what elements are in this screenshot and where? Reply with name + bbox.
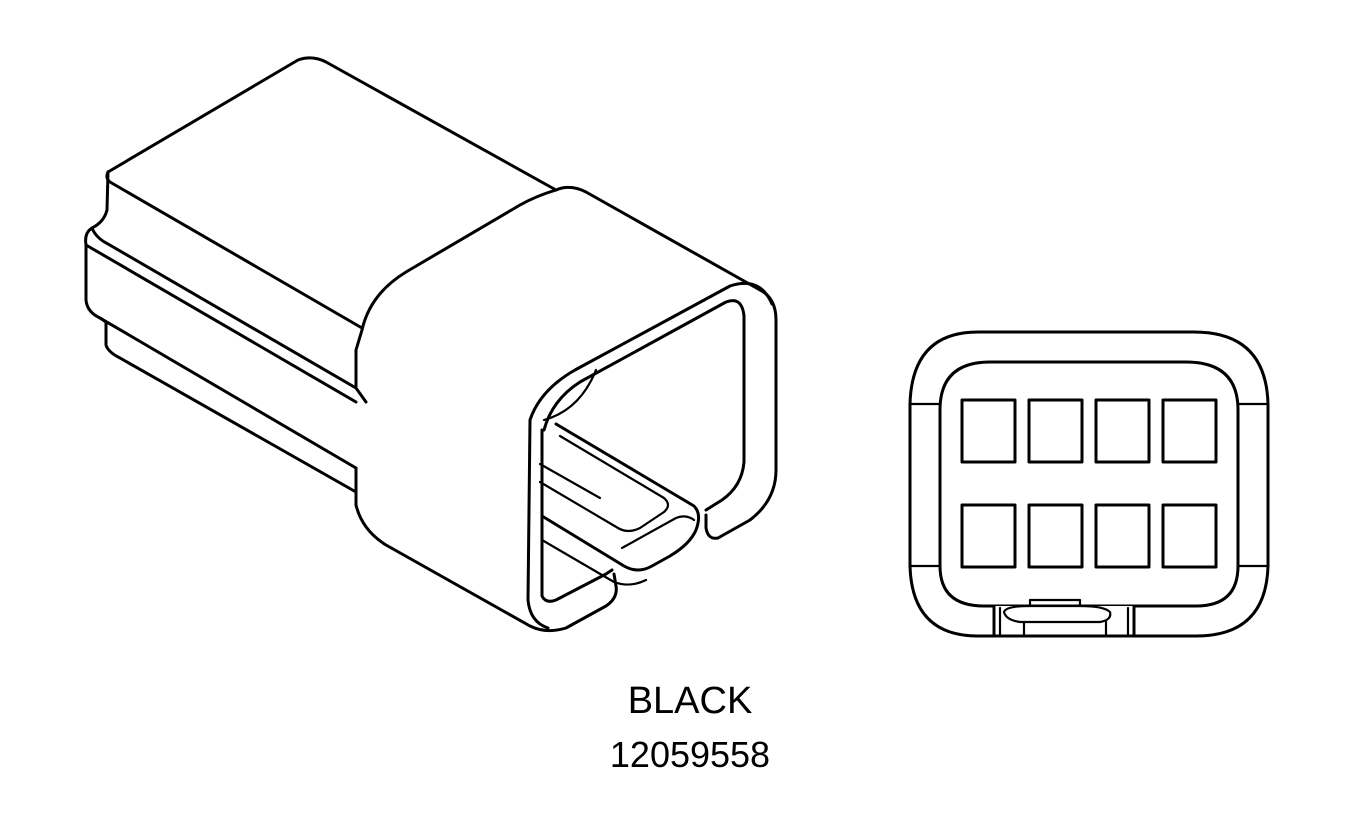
tpa-tongue-inner [538, 434, 670, 533]
shroud-front-rim-outer [528, 281, 774, 422]
latch-rib-upper [90, 226, 368, 404]
tpa-tongue-base [540, 538, 648, 586]
shroud-top-curve [354, 188, 558, 390]
connector-part-number: 12059558 [609, 734, 771, 775]
lock-tab-base [1022, 620, 1108, 638]
cavity [960, 398, 1017, 464]
housing-left-edge [84, 170, 358, 494]
cavity [1027, 503, 1084, 569]
shroud-inner-opening [542, 299, 746, 512]
tpa-tongue-edge [620, 515, 696, 550]
rib-step [104, 320, 122, 332]
lock-tab [1002, 604, 1112, 624]
cavity [1094, 503, 1151, 569]
cavity [1094, 398, 1151, 464]
cavity [1161, 503, 1218, 569]
latch-rib-lower [84, 243, 358, 404]
cavity [1027, 398, 1084, 464]
inner-curve [542, 368, 598, 422]
housing-top-face [106, 56, 558, 192]
shroud-front-rim-side [526, 418, 550, 630]
shroud-left-side [354, 466, 618, 633]
end-view-outer [908, 330, 1270, 638]
shroud-outer [554, 185, 778, 540]
cavity [960, 503, 1017, 569]
lock-tab-top [1028, 598, 1082, 608]
lock-tab-frame-inner [998, 606, 1130, 638]
connector-color-label: BLACK [627, 680, 753, 722]
connector-end-view [908, 330, 1270, 638]
end-view-inner [938, 360, 1240, 608]
shroud-inner-left [540, 428, 614, 603]
tpa-tongue [540, 422, 701, 572]
housing-top-edge [105, 170, 364, 330]
connector-isometric-view [84, 56, 778, 633]
tpa-slot [538, 462, 602, 500]
latch-rib-bottom [98, 316, 358, 470]
cavity [1161, 398, 1218, 464]
